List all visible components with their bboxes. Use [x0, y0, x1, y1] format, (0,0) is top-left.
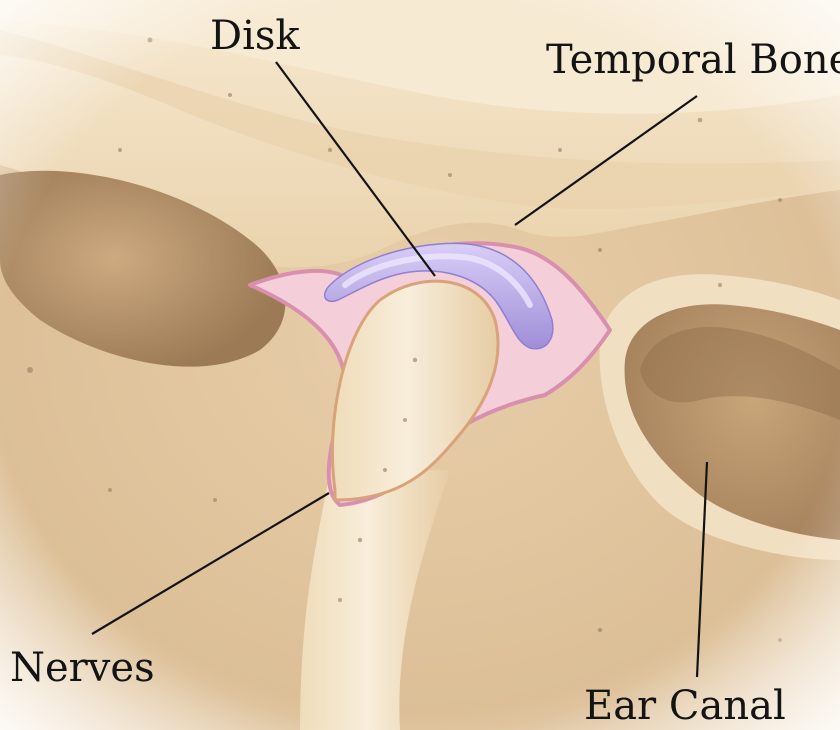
label-temporal-bone: Temporal Bone: [546, 40, 840, 80]
label-ear-canal: Ear Canal: [584, 686, 786, 726]
label-nerves: Nerves: [10, 648, 155, 688]
label-disk: Disk: [210, 16, 300, 56]
